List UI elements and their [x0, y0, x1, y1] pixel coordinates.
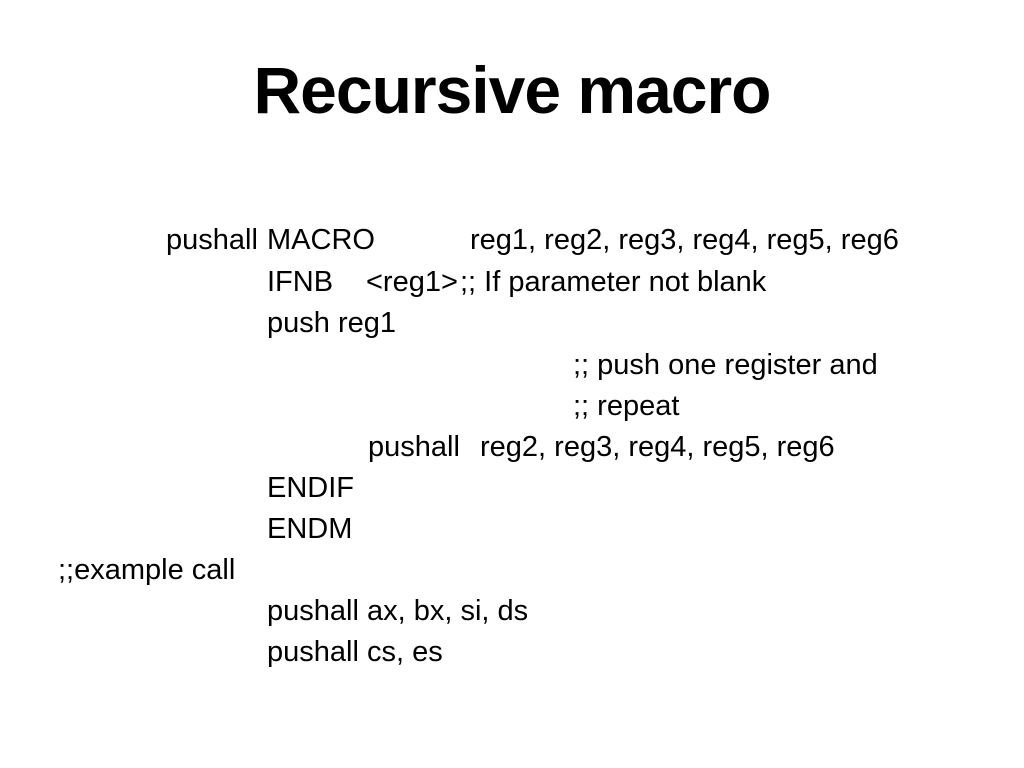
code-line-endm: ENDM: [0, 513, 1024, 554]
code-segment: ax, bx, si, ds: [367, 595, 529, 627]
code-segment: ;;example call: [58, 554, 236, 586]
slide-title: Recursive macro: [253, 53, 772, 127]
code-segment: MACRO: [267, 224, 375, 256]
code-segment: reg1, reg2, reg3, reg4, reg5, reg6: [470, 224, 899, 256]
code-segment: pushall: [368, 431, 460, 463]
code-line-endif: ENDIF: [0, 472, 1024, 513]
code-segment: pushall: [267, 636, 359, 668]
code-segment: ENDIF: [267, 472, 354, 504]
code-segment: pushall: [267, 595, 359, 627]
code-segment: cs, es: [367, 636, 443, 668]
code-segment: ENDM: [267, 513, 353, 545]
code-segment: ;; repeat: [573, 390, 680, 422]
code-line-push-reg1: push reg1: [0, 307, 1024, 348]
code-line-call-2: pushall cs, es: [0, 636, 1024, 677]
code-segment: pushall: [166, 224, 258, 256]
code-line-call-1: pushall ax, bx, si, ds: [0, 595, 1024, 636]
code-line-macro-decl: pushall MACRO reg1, reg2, reg3, reg4, re…: [0, 224, 1024, 265]
code-line-recursive-call: pushall reg2, reg3, reg4, reg5, reg6: [0, 431, 1024, 472]
code-segment: push reg1: [267, 307, 396, 339]
code-line-comment-push: ;; push one register and: [0, 349, 1024, 390]
code-segment: reg2, reg3, reg4, reg5, reg6: [480, 431, 835, 463]
code-segment: <reg1>: [366, 266, 458, 298]
code-line-comment-repeat: ;; repeat: [0, 390, 1024, 431]
code-line-example-comment: ;;example call: [0, 554, 1024, 595]
code-segment: ;; If parameter not blank: [460, 266, 767, 298]
code-segment: IFNB: [267, 266, 334, 298]
code-segment: ;; push one register and: [573, 349, 878, 381]
code-line-ifnb: IFNB <reg1> ;; If parameter not blank: [0, 266, 1024, 307]
